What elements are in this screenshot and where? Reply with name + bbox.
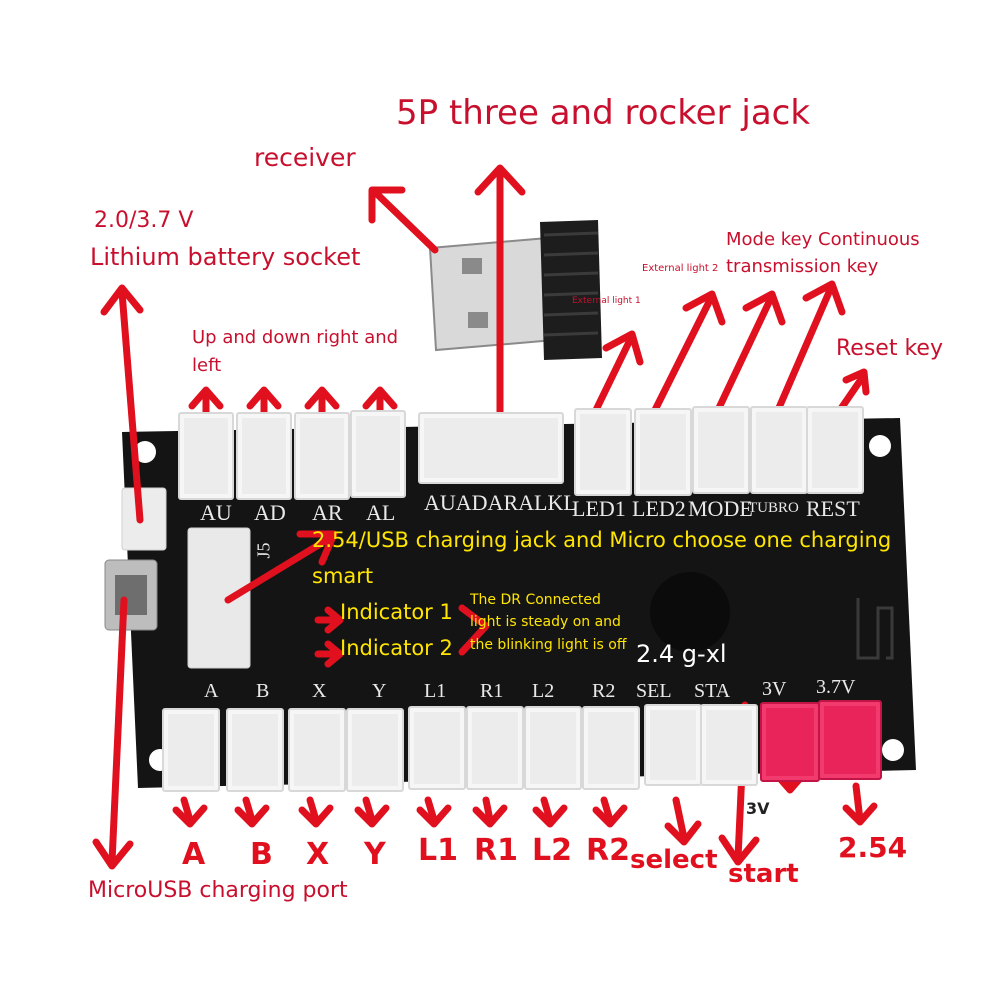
silk-sel: SEL (636, 680, 672, 702)
connector-r2 (582, 706, 640, 790)
silk-au: AU (200, 500, 232, 525)
connector-sta (700, 704, 758, 786)
silk-sta: STA (694, 680, 731, 702)
connector-y (346, 708, 404, 792)
indicator-2-label: Indicator 2 (340, 636, 453, 660)
battery-socket-label: Lithium battery socket (90, 243, 361, 271)
key-label-r2: R2 (586, 833, 630, 868)
key-label-l2: L2 (532, 833, 572, 868)
external-light-1-label: External light 1 (572, 296, 641, 306)
silk-l1: L1 (424, 680, 447, 702)
connector-al (350, 410, 406, 498)
connector-x (288, 708, 346, 792)
silk-mode: MODE (688, 496, 753, 521)
usb-receiver (428, 220, 602, 360)
antenna-trace (856, 598, 894, 660)
connector-led1 (574, 408, 632, 496)
key-label-3v: 3V (746, 799, 770, 818)
silk-led2: LED2 (632, 496, 686, 521)
silk-r1: R1 (480, 680, 504, 702)
dr-note-line1: The DR Connected (470, 592, 601, 608)
connector-led2 (634, 408, 692, 496)
silk-rest: REST (806, 496, 860, 521)
connector-rocker (418, 412, 564, 484)
key-label-2-54: 2.54 (838, 831, 908, 864)
connector-3-7v (818, 700, 882, 780)
key-label-start: start (728, 859, 799, 889)
connector-sel (644, 704, 702, 786)
indicator-1-label: Indicator 1 (340, 600, 453, 624)
chip (650, 572, 730, 652)
silk-tubro: TUBRO (748, 500, 799, 516)
connector-a (162, 708, 220, 792)
mounting-hole (869, 435, 891, 457)
connector-l1 (408, 706, 466, 790)
dr-note-line2: light is steady on and (470, 614, 621, 630)
key-label-x: X (306, 837, 330, 872)
mode-key-label-line1: Mode key Continuous (726, 229, 920, 250)
key-label-l1: L1 (418, 833, 458, 868)
connector-3v (760, 702, 820, 782)
silk-a: A (204, 680, 219, 702)
connector-ar (294, 412, 350, 500)
connector-ad (236, 412, 292, 500)
connector-b (226, 708, 284, 792)
microusb-opening (115, 575, 147, 615)
pcb-board (122, 418, 916, 788)
silk-al: AL (366, 500, 396, 525)
connector-r1 (466, 706, 524, 790)
silk-rocker: AUADARALKL (424, 490, 577, 515)
connector-mode (692, 406, 750, 494)
battery-voltage-label: 2.0/3.7 V (94, 208, 194, 233)
silk-3v: 3V (762, 678, 787, 700)
connector-rest (806, 406, 864, 494)
connector-tubro (750, 406, 808, 494)
silk-led1: LED1 (572, 496, 626, 521)
wireless-label: 2.4 g-xl (636, 640, 727, 668)
external-light-2-label: External light 2 (642, 263, 719, 274)
silk-ad: AD (254, 500, 286, 525)
silk-b: B (256, 680, 270, 702)
key-label-a: A (182, 837, 206, 872)
key-label-r1: R1 (474, 833, 518, 868)
connector-au (178, 412, 234, 500)
direction-label-line2: left (192, 355, 222, 376)
silk-l2: L2 (532, 680, 555, 702)
silk-j5: J5 (253, 542, 274, 559)
silk-y: Y (372, 680, 387, 702)
mounting-hole (882, 739, 904, 761)
charging-jack-note: 2.54/USB charging jack and Micro choose … (312, 528, 892, 552)
key-label-b: B (250, 837, 273, 872)
microusb-port-label: MicroUSB charging port (88, 878, 348, 903)
key-label-select: select (630, 845, 718, 875)
receiver-label: receiver (254, 143, 356, 172)
silk-ar: AR (312, 500, 343, 525)
mode-key-label-line2: transmission key (726, 256, 879, 277)
silk-r2: R2 (592, 680, 616, 702)
j5-connector (187, 527, 251, 669)
rocker-jack-label: 5P three and rocker jack (396, 93, 811, 133)
charging-jack-note-cont: smart (312, 564, 374, 588)
connector-l2 (524, 706, 582, 790)
reset-key-label: Reset key (836, 336, 943, 361)
battery-socket (121, 487, 167, 551)
silk-3-7v: 3.7V (816, 676, 856, 698)
mounting-hole (134, 441, 156, 463)
dr-note-line3: the blinking light is off (470, 637, 627, 653)
silk-x: X (312, 680, 327, 702)
direction-label-line1: Up and down right and (192, 327, 399, 348)
key-label-y: Y (364, 837, 386, 872)
